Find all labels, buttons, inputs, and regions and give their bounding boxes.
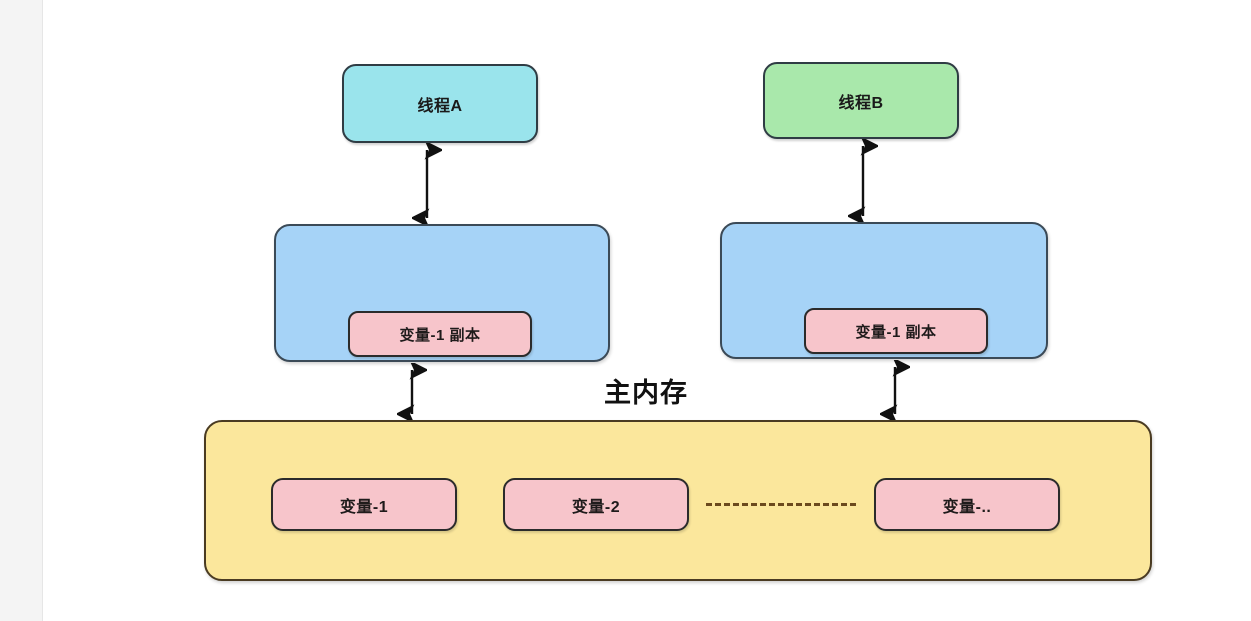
main-memory-title: 主内存 [604,378,688,408]
thread-a-label: 线程A [417,97,463,115]
main-memory-variable-2[interactable]: 变量-2 [503,478,689,531]
arrow-thread-a-to-local-memory-a [412,143,442,225]
main-memory-variable-3-label: 变量-.. [942,498,992,516]
local-memory-a-variable-label: 变量-1 副本 [399,326,481,344]
thread-a-box[interactable]: 线程A [342,64,538,143]
main-memory-variable-1[interactable]: 变量-1 [271,478,457,531]
local-memory-a-box[interactable]: 本地内存 变量-1 副本 [274,224,610,362]
thread-b-box[interactable]: 线程B [763,62,959,139]
arrow-thread-b-to-local-memory-b [848,139,878,223]
local-memory-b-variable-copy[interactable]: 变量-1 副本 [804,308,988,354]
main-memory-variable-2-label: 变量-2 [571,498,621,516]
local-memory-a-variable-copy[interactable]: 变量-1 副本 [348,311,532,357]
arrow-local-memory-a-to-main-memory [397,363,427,421]
main-memory-variable-1-label: 变量-1 [339,498,389,516]
arrow-local-memory-b-to-main-memory [880,360,910,421]
local-memory-b-variable-label: 变量-1 副本 [855,323,937,341]
main-memory-ellipsis-dashed-line [706,503,856,506]
local-memory-b-box[interactable]: 本地内存 变量-1 副本 [720,222,1048,359]
main-memory-box[interactable]: 变量-1 变量-2 变量-.. [204,420,1152,581]
thread-b-label: 线程B [838,94,884,112]
main-memory-variable-3[interactable]: 变量-.. [874,478,1060,531]
left-gutter-strip [0,0,43,621]
